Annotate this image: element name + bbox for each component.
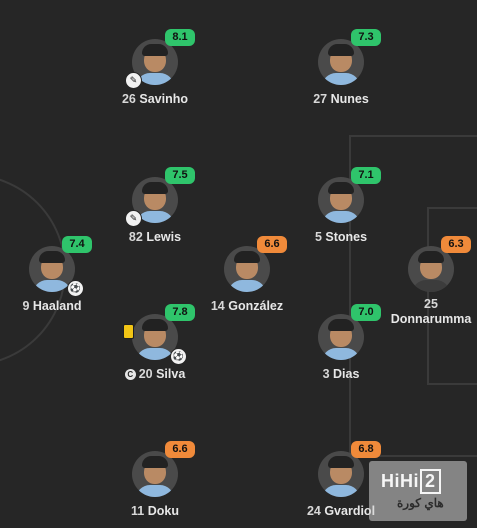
player-photo (318, 451, 364, 497)
player-name: 14 González (210, 299, 284, 313)
player-gvardiol[interactable]: 6.8 24 Gvardiol (276, 441, 406, 525)
player-name: 11 Doku (131, 504, 179, 518)
player-doku[interactable]: 6.6 11 Doku (90, 441, 220, 525)
player-rating: 7.5 (165, 167, 195, 184)
player-name: 5 Stones (314, 230, 368, 244)
player-name: 27 Nunes (313, 92, 369, 106)
player-rating: 8.1 (165, 29, 195, 46)
player-stones[interactable]: 7.1 5 Stones (276, 167, 406, 251)
player-photo (408, 246, 454, 292)
player-savinho[interactable]: 8.1 ✎ 26 Savinho (90, 29, 220, 113)
player-name: 9 Haaland (22, 299, 82, 313)
sub-boot-icon: ✎ (125, 210, 142, 227)
player-name: 3 Dias (322, 367, 360, 381)
player-dias[interactable]: 7.0 3 Dias (276, 304, 406, 388)
player-photo (132, 177, 178, 223)
player-photo (318, 314, 364, 360)
player-haaland[interactable]: 7.4 ⚽ 9 Haaland (0, 236, 117, 320)
player-name: 26 Savinho (121, 92, 188, 106)
yellow-card-icon (123, 324, 134, 339)
player-photo (132, 314, 178, 360)
football-icon: ⚽ (170, 348, 187, 365)
player-photo (318, 177, 364, 223)
football-icon: ⚽ (67, 280, 84, 297)
captain-icon: C (124, 369, 136, 380)
player-rating: 7.3 (351, 29, 381, 46)
player-rating: 7.8 (165, 304, 195, 321)
player-rating: 6.6 (165, 441, 195, 458)
player-rating: 7.1 (351, 167, 381, 184)
player-rating: 6.6 (257, 236, 287, 253)
player-photo (224, 246, 270, 292)
player-gonzalez[interactable]: 6.6 14 González (182, 236, 312, 320)
player-name: 24 Gvardiol (306, 504, 376, 518)
player-lewis[interactable]: 7.5 ✎ 82 Lewis (90, 167, 220, 251)
player-nunes[interactable]: 7.3 27 Nunes (276, 29, 406, 113)
watermark-subtitle: هاي كورة (397, 496, 444, 510)
player-photo (318, 39, 364, 85)
player-rating: 6.8 (351, 441, 381, 458)
player-name: 82 Lewis (128, 230, 182, 244)
player-photo (132, 451, 178, 497)
player-rating: 6.3 (441, 236, 471, 253)
sub-boot-icon: ✎ (125, 72, 142, 89)
player-rating: 7.0 (351, 304, 381, 321)
player-rating: 7.4 (62, 236, 92, 253)
